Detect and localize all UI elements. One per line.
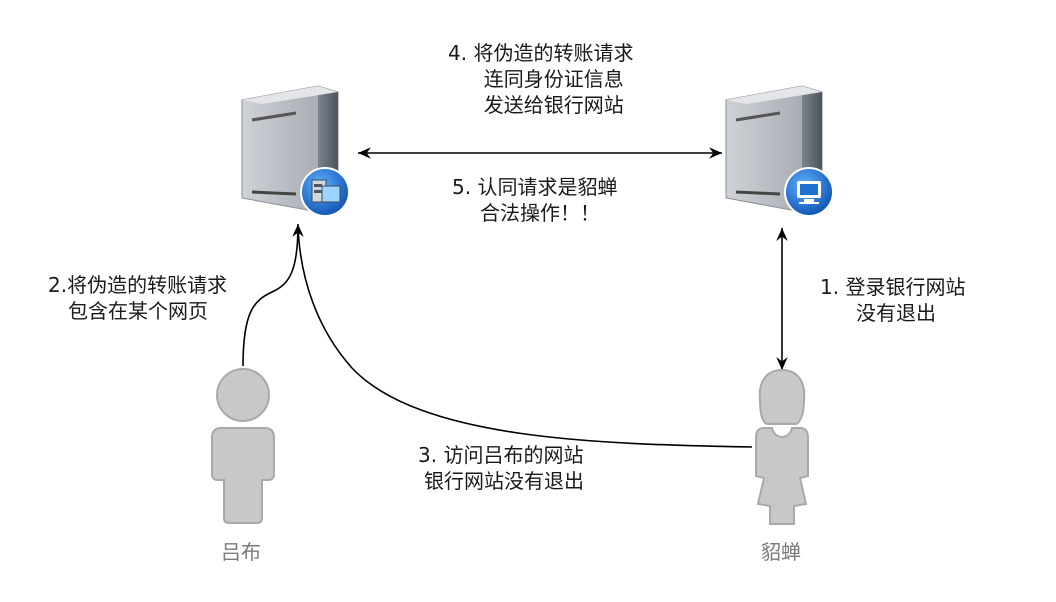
step5-line2: 合法操作！！ xyxy=(480,201,600,225)
arrow-step2 xyxy=(242,223,304,367)
step2-line2: 包含在某个网页 xyxy=(68,299,208,323)
victim-person-icon xyxy=(755,368,809,525)
attacker-name: 吕布 xyxy=(221,540,261,564)
step2-label: 2.将伪造的转账请求 包含在某个网页 xyxy=(48,272,227,324)
step2-line1: 2.将伪造的转账请求 xyxy=(48,273,228,297)
bank-server-icon xyxy=(725,85,834,217)
step4-line3: 发送给银行网站 xyxy=(483,93,624,117)
step1-line2: 没有退出 xyxy=(856,301,936,325)
step4-line2: 连同身份证信息 xyxy=(483,67,624,91)
step4-label: 4. 将伪造的转账请求 连同身份证信息 发送给银行网站 xyxy=(448,40,633,118)
attacker-server-icon xyxy=(241,85,350,217)
step5-line1: 5. 认同请求是貂蝉 xyxy=(452,175,618,199)
website-badge-icon xyxy=(300,167,350,217)
step3-label: 3. 访问吕布的网站 银行网站没有退出 xyxy=(418,442,584,494)
attacker-person-icon xyxy=(211,368,275,524)
step3-line1: 3. 访问吕布的网站 xyxy=(418,443,584,467)
step1-label: 1. 登录银行网站 没有退出 xyxy=(820,274,965,326)
victim-name: 貂蝉 xyxy=(761,540,801,564)
step3-line2: 银行网站没有退出 xyxy=(424,469,584,493)
arrow-step3 xyxy=(297,225,753,448)
step4-line1: 4. 将伪造的转账请求 xyxy=(448,41,634,65)
monitor-badge-icon xyxy=(784,167,834,217)
step5-label: 5. 认同请求是貂蝉 合法操作！！ xyxy=(452,174,617,226)
step1-line1: 1. 登录银行网站 xyxy=(820,275,966,299)
